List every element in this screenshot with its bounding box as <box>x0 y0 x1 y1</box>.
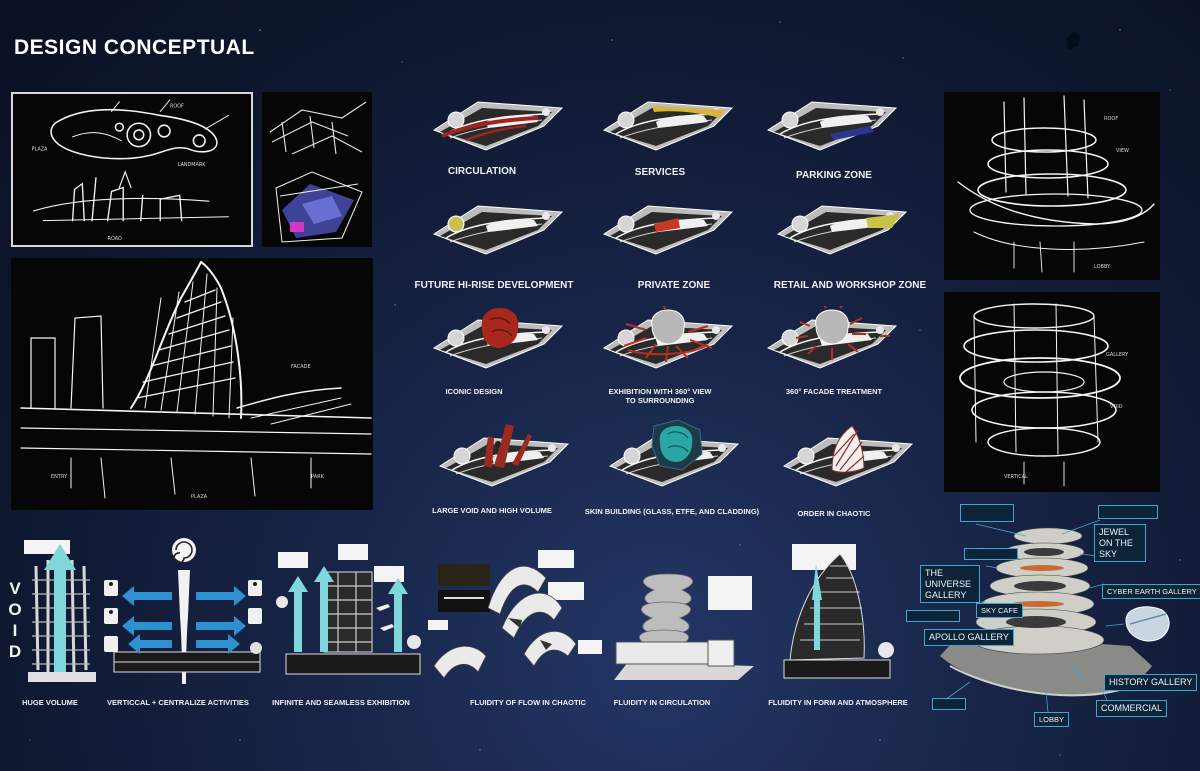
diagram-parking-zone <box>760 96 900 158</box>
fluidity-form-diagram <box>783 544 894 679</box>
svg-text:VOID: VOID <box>1110 404 1123 410</box>
label-skin-building: SKIN BUILDING (GLASS, ETFE, AND CLADDING… <box>584 507 760 516</box>
floor-stack-sketch-top: ROOF VIEW LOBBY <box>944 92 1160 280</box>
diagram-large-void <box>432 420 572 494</box>
label-iconic-design: ICONIC DESIGN <box>445 387 503 396</box>
site-plan-sketch: ROOF PLAZA LANDMARK ROAD <box>11 92 253 247</box>
tag-commercial: COMMERCIAL <box>1096 700 1168 717</box>
label-fluidity-form: FLUIDITY IN FORM AND ATMOSPHERE <box>768 698 908 707</box>
diagram-iconic-design <box>426 306 566 376</box>
label-facade-360: 360° FACADE TREATMENT <box>785 387 883 396</box>
label-large-void: LARGE VOID AND HIGH VOLUME <box>432 506 552 515</box>
label-private-zone: PRIVATE ZONE <box>637 280 711 291</box>
diagram-circulation <box>426 96 566 158</box>
label-huge-volume: HUGE VOLUME <box>22 698 78 707</box>
svg-text:ROAD: ROAD <box>108 236 122 242</box>
diagram-skin-building <box>602 420 742 494</box>
svg-text:VERTICAL: VERTICAL <box>1004 474 1028 480</box>
diagram-facade-360 <box>760 306 900 376</box>
tag-callout-small-1 <box>964 548 1018 560</box>
tag-jewel-sky: JEWEL ON THE SKY <box>1094 524 1146 563</box>
diagram-retail-workshop <box>770 200 910 262</box>
svg-text:VIEW: VIEW <box>1116 148 1129 154</box>
infinite-exhibition-diagram <box>276 544 421 675</box>
diagram-services <box>596 96 736 158</box>
svg-text:ROOF: ROOF <box>1104 116 1118 122</box>
label-parking-zone: PARKING ZONE <box>796 170 872 181</box>
vertical-centralize-diagram <box>104 538 262 684</box>
label-future-hirise: FUTURE HI-RISE DEVELOPMENT <box>414 280 574 291</box>
svg-text:PLAZA: PLAZA <box>191 494 208 500</box>
label-vertical-centralize: VERTICCAL + CENTRALIZE ACTIVITIES <box>107 698 249 707</box>
svg-text:FACADE: FACADE <box>291 364 311 370</box>
svg-text:PARK: PARK <box>311 474 325 480</box>
section-tower-diagram <box>940 519 1170 713</box>
tag-sky-cafe: SKY CAFE <box>976 603 1023 618</box>
tower-elevation-sketch: ENTRY PLAZA FACADE PARK <box>11 258 373 510</box>
diagram-private-zone <box>596 200 736 262</box>
tag-cyber-earth-gallery: CYBER EARTH GALLERY <box>1102 584 1200 599</box>
svg-text:ENTRY: ENTRY <box>51 474 68 480</box>
huge-volume-diagram <box>24 540 96 682</box>
label-infinite-exhibition: INFINITE AND SEAMLESS EXHIBITION <box>272 698 410 707</box>
label-exhibition-360: EXHIBITION WITH 360° VIEW TO SURROUNDING <box>608 387 712 406</box>
svg-text:PLAZA: PLAZA <box>32 147 48 153</box>
diagram-exhibition-360 <box>596 306 736 376</box>
svg-text:ROOF: ROOF <box>170 104 184 110</box>
fluidity-circulation-diagram <box>614 573 754 680</box>
label-retail-workshop: RETAIL AND WORKSHOP ZONE <box>773 280 927 291</box>
site-context-sketch <box>262 92 372 247</box>
label-order-chaotic: ORDER IN CHAOTIC <box>797 509 871 518</box>
diagram-future-hirise <box>426 200 566 262</box>
tag-lobby: LOBBY <box>1034 712 1070 727</box>
tag-callout-top-right <box>1098 505 1158 519</box>
diagram-order-chaotic <box>776 420 916 494</box>
label-services: SERVICES <box>634 167 686 178</box>
svg-text:LOBBY: LOBBY <box>1094 264 1111 270</box>
label-fluidity-circulation: FLUIDITY IN CIRCULATION <box>613 698 711 707</box>
void-vertical-text: V O I D <box>8 579 22 661</box>
tag-callout-small-2 <box>906 610 960 622</box>
svg-text:LANDMARK: LANDMARK <box>178 162 206 168</box>
tag-callout-top-left <box>960 504 1014 522</box>
tag-apollo-gallery: APOLLO GALLERY <box>924 629 1014 646</box>
tag-history-gallery: HISTORY GALLERY <box>1104 674 1198 691</box>
svg-text:GALLERY: GALLERY <box>1106 352 1129 358</box>
floor-stack-sketch-bottom: GALLERY VOID VERTICAL <box>944 292 1160 492</box>
label-circulation: CIRCULATION <box>447 166 517 177</box>
page-title: DESIGN CONCEPTUAL <box>14 36 255 59</box>
label-fluidity-flow: FLUIDITY OF FLOW IN CHAOTIC <box>469 698 587 707</box>
fluidity-flow-diagram <box>428 550 602 679</box>
tag-universe-gallery: THE UNIVERSE GALLERY <box>920 565 980 604</box>
tag-callout-small-3 <box>932 698 966 710</box>
